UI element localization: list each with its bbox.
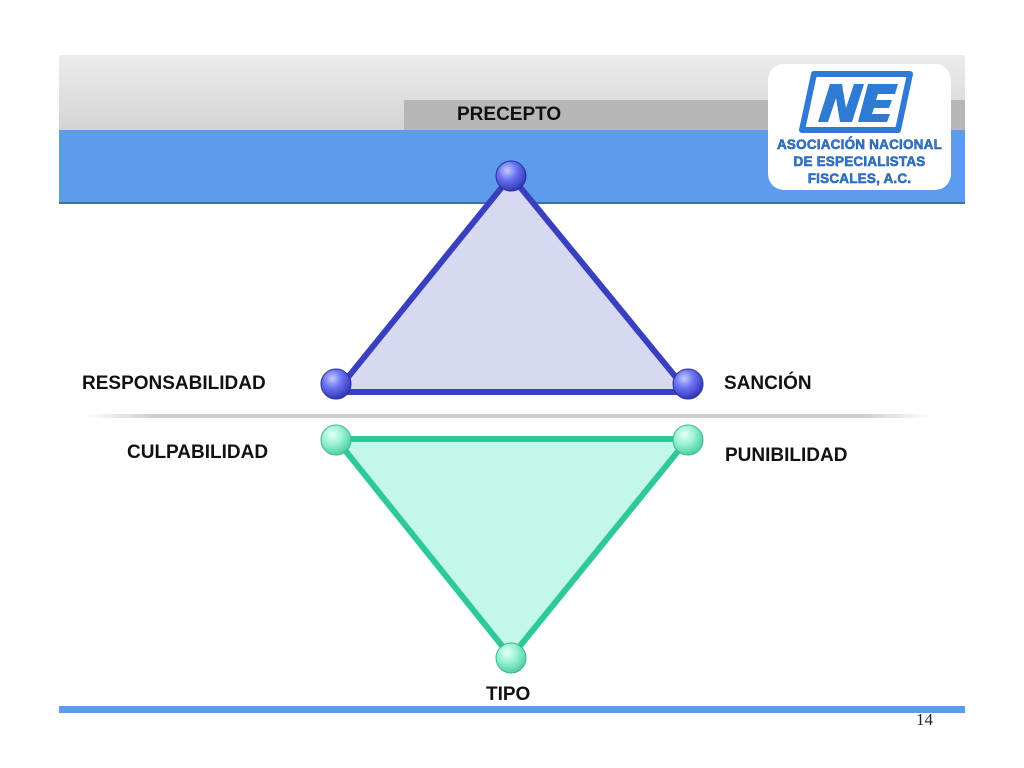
- node-sancion: [672, 368, 704, 400]
- organization-logo: ASOCIACIÓN NACIONAL DE ESPECIALISTAS FIS…: [768, 64, 951, 190]
- node-culpabilidad: [320, 424, 352, 456]
- label-culpabilidad: CULPABILIDAD: [127, 442, 269, 463]
- logo-text: ASOCIACIÓN NACIONAL DE ESPECIALISTAS FIS…: [768, 136, 951, 187]
- ane-logo-mark: [799, 71, 913, 133]
- node-punibilidad: [672, 424, 704, 456]
- footer-bar: [59, 706, 965, 713]
- upper-triangle: [333, 173, 691, 395]
- node-tipo: [495, 642, 527, 674]
- label-responsabilidad: RESPONSABILIDAD: [82, 373, 266, 394]
- lower-triangle: [333, 436, 691, 660]
- label-punibilidad: PUNIBILIDAD: [725, 445, 848, 466]
- page-number: 14: [916, 710, 933, 729]
- logo-text-line-3: FISCALES, A.C.: [807, 171, 912, 187]
- node-responsabilidad: [320, 368, 352, 400]
- label-tipo: TIPO: [486, 684, 531, 705]
- node-precepto: [495, 160, 527, 192]
- label-sancion: SANCIÓN: [724, 373, 812, 394]
- logo-text-line-2: DE ESPECIALISTAS: [793, 154, 926, 170]
- header-title: PRECEPTO: [457, 104, 562, 125]
- center-divider: [84, 414, 932, 418]
- logo-text-line-1: ASOCIACIÓN NACIONAL: [776, 137, 943, 153]
